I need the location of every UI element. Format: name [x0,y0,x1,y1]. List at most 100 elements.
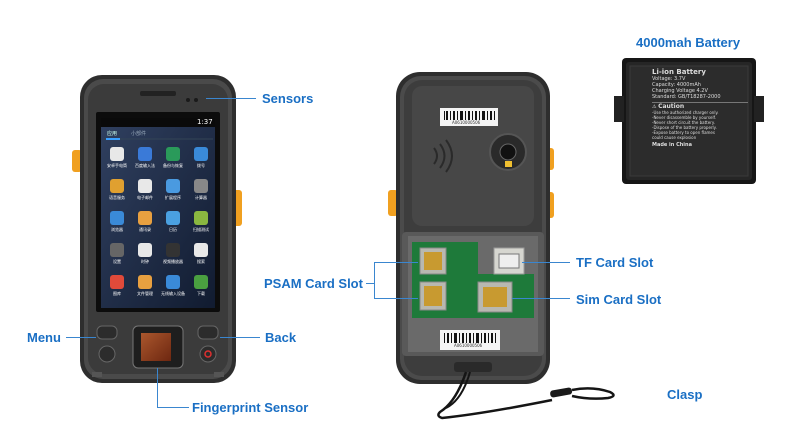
battery-warning: -Never short circuit the battery. [652,120,715,125]
app-label: 计算器 [195,195,207,200]
app-label: 搜索 [197,259,205,264]
app-label: 电子邮件 [137,195,153,200]
sensor-dot [194,98,198,102]
status-bar [101,118,215,127]
app-icon [138,275,152,289]
app-label: 日历 [169,227,177,232]
status-time: 1:37 [197,118,213,126]
app-icon [138,179,152,193]
app-icon-item[interactable]: 下载 [187,272,215,304]
app-icon [166,211,180,225]
barcode-number-top: A0610000506 [452,120,481,125]
power-button[interactable] [199,345,217,363]
barcode-number-bottom: A0610000506 [454,343,483,348]
battery-line: Standard: GB/T18287-2000 [652,94,721,100]
app-icon [166,147,180,161]
sensor-dot [186,98,190,102]
app-label: 安卓手电筒 [107,163,127,168]
sensors-line [206,98,256,99]
menu-label: Menu [27,330,61,345]
app-icon-item[interactable]: 文件管理 [131,272,159,304]
caution-icon: ⚠ [652,104,657,110]
app-icon [110,275,124,289]
app-icon [194,275,208,289]
app-icon [110,211,124,225]
app-label: 浏览器 [111,227,123,232]
app-icon-item[interactable]: 百度输入法 [131,144,159,176]
battery-warning: -Use the authorized charger only. [652,110,719,115]
app-icon-item[interactable]: 安卓手电筒 [103,144,131,176]
back-button[interactable] [197,325,219,340]
psam-bracket-top [374,262,418,263]
app-icon-item[interactable]: 计算器 [187,176,215,208]
battery-warning: could cause explosion [652,135,697,140]
app-icon-item[interactable]: 扫描测试 [187,208,215,240]
nfc-icon [433,139,453,173]
sim-label: Sim Card Slot [576,292,662,307]
f1-button[interactable] [98,345,116,363]
app-label: 扫描测试 [193,227,209,232]
fingerprint-line-v [157,368,158,408]
battery-warning: -Never disassemble by yourself. [652,115,716,120]
app-icon-item[interactable]: 时钟 [131,240,159,272]
app-label: 扩展程序 [165,195,181,200]
app-icon [194,211,208,225]
battery-made-in: Made in China [652,142,692,148]
clasp [550,387,573,398]
sensors-label: Sensors [262,91,314,106]
app-icon-item[interactable]: 通讯录 [131,208,159,240]
fingerprint-line-h [157,407,189,408]
app-label: 备份与恢复 [163,163,183,168]
tab-apps[interactable]: 应用 [107,131,118,137]
tf-line [522,262,570,263]
battery-caution: Caution [658,103,685,110]
app-icon-item[interactable]: 电子邮件 [131,176,159,208]
app-label: 下载 [197,291,205,296]
app-icon-item[interactable]: 备份与恢复 [159,144,187,176]
phone-back [388,72,615,420]
app-icon-item[interactable]: 搜索 [187,240,215,272]
menu-button[interactable] [96,325,118,340]
side-button-left-back [388,190,398,216]
app-icon-item[interactable]: 无线输入设备 [159,272,187,304]
battery-line: Charging Voltage 4.2V [652,88,708,94]
battery-line: Capacity: 4000mAh [652,82,701,88]
battery-line: Voltage: 3.7V [652,76,686,82]
app-icon [194,243,208,257]
app-label: 文件管理 [137,291,153,296]
sim-line [512,298,570,299]
psam-line [366,283,374,284]
back-line [220,337,260,338]
app-icon-item[interactable]: 图库 [103,272,131,304]
app-icon [110,243,124,257]
app-icon-item[interactable]: 视频播放器 [159,240,187,272]
tab-widgets[interactable]: 小部件 [131,131,147,137]
app-grid: 安卓手电筒百度输入法备份与恢复拨号语音服务电子邮件 扩展程序 计算器浏览器 通讯录日历… [103,144,215,306]
battery-title: Li-ion Battery [652,68,706,76]
app-icon-item[interactable]: 日历 [159,208,187,240]
psam-bracket-bottom [374,298,418,299]
battery-warning: -Dispose of the battery properly. [652,125,717,130]
app-icon [194,147,208,161]
app-icon-item[interactable]: 扩展程序 [159,176,187,208]
battery-warning: -Expose battery to open flames [652,130,715,135]
app-label: 图库 [113,291,121,296]
psam-label: PSAM Card Slot [264,276,363,291]
app-icon-item[interactable]: 拨号 [187,144,215,176]
lanyard [437,371,553,420]
battery-heading: 4000mah Battery [636,35,741,50]
app-icon-item[interactable]: 浏览器 [103,208,131,240]
app-icon [138,243,152,257]
app-icon [166,275,180,289]
app-label: 无线输入设备 [161,291,185,296]
app-icon [138,211,152,225]
clasp-label: Clasp [667,387,703,402]
app-icon-item[interactable]: 语音服务 [103,176,131,208]
app-icon-item[interactable]: 设置 [103,240,131,272]
tf-label: TF Card Slot [576,255,654,270]
psam-bracket [374,262,375,299]
app-icon [194,179,208,193]
menu-line [66,337,96,338]
battery-label: Li-ion Battery Voltage: 3.7V Capacity: 4… [652,68,748,148]
app-icon [166,243,180,257]
